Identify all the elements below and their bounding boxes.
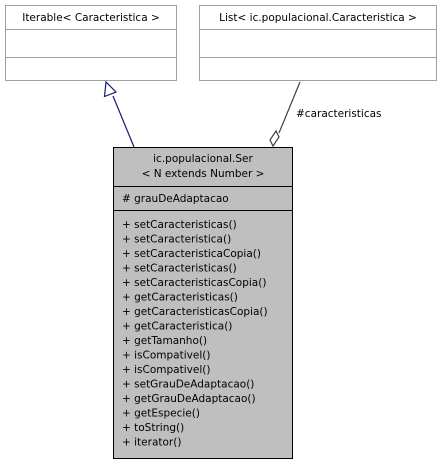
class-box-iterable-frame: [5, 5, 177, 81]
method-set-caracteristica-copia: + setCaracteristicaCopia(): [122, 248, 261, 260]
class-name-ser-line-2: < N extends Number >: [142, 168, 265, 180]
inheritance-arrowhead: [103, 80, 118, 98]
class-name-iterable: Iterable< Caracteristica >: [22, 12, 160, 24]
method-set-caracteristica: + setCaracteristica(): [122, 234, 231, 246]
method-set-caracteristicas: + setCaracteristicas(): [122, 219, 237, 231]
class-box-list-frame: [199, 5, 437, 81]
method-to-string: + toString(): [122, 422, 184, 434]
class-name-ser-line-1: ic.populacional.Ser: [153, 153, 253, 165]
inheritance-edge: [103, 80, 135, 148]
inheritance-edge-line: [112, 95, 135, 148]
aggregation-diamond: [269, 129, 280, 148]
method-set-caracteristicas: + setCaracteristicas(): [122, 263, 237, 275]
class-name-list: List< ic.populacional.Caracteristica >: [219, 12, 417, 24]
method-is-compativel: + isCompativel(): [122, 364, 210, 376]
method-get-caracteristica: + getCaracteristica(): [122, 321, 232, 333]
class-box-ser-frame: [113, 147, 293, 459]
attribute-grau-de-adaptacao: # grauDeAdaptacao: [122, 193, 229, 205]
method-get-caracteristicas-copia: + getCaracteristicasCopia(): [122, 306, 268, 318]
method-get-caracteristicas: + getCaracteristicas(): [122, 292, 238, 304]
class-box-list[interactable]: List< ic.populacional.Caracteristica >: [199, 5, 437, 81]
association-edge: #caracteristicas: [269, 81, 382, 148]
method-get-grau-de-adaptacao: + getGrauDeAdaptacao(): [122, 393, 256, 405]
method-get-tamanho: + getTamanho(): [122, 335, 207, 347]
method-set-grau-de-adaptacao: + setGrauDeAdaptacao(): [122, 379, 254, 391]
method-set-caracteristicas-copia: + setCaracteristicasCopia(): [122, 277, 266, 289]
method-get-especie: + getEspecie(): [122, 408, 200, 420]
association-edge-line: [278, 81, 301, 134]
class-box-ser[interactable]: ic.populacional.Ser < N extends Number >…: [113, 147, 293, 459]
association-label: #caracteristicas: [296, 108, 382, 120]
class-box-iterable[interactable]: Iterable< Caracteristica >: [5, 5, 177, 81]
method-is-compativel: + isCompativel(): [122, 350, 210, 362]
method-iterator: + iterator(): [122, 437, 181, 449]
